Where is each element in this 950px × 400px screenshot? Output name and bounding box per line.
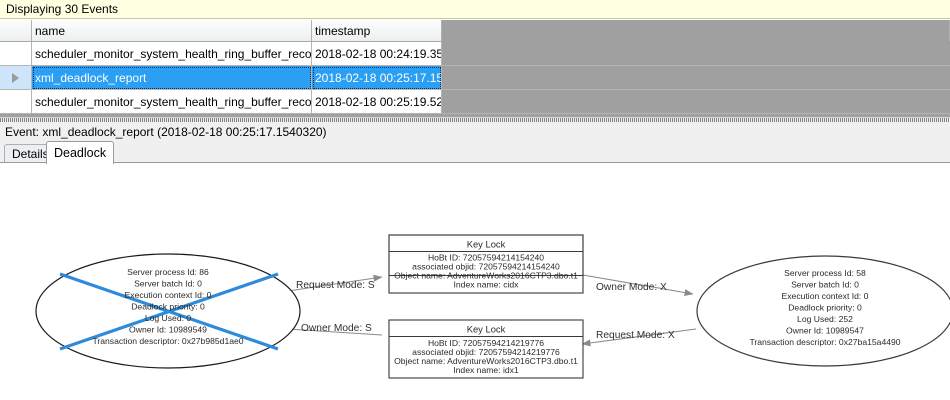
play-triangle-icon bbox=[12, 72, 19, 83]
edge-label: Request Mode: S bbox=[296, 280, 375, 291]
bottom-key-lock-node[interactable]: Key Lock HoBt ID: 72057594214219776 asso… bbox=[388, 319, 584, 379]
event-detail-title: Event: xml_deadlock_report (2018-02-18 0… bbox=[5, 124, 327, 139]
process-line: Server process Id: 86 bbox=[127, 267, 209, 277]
process-line: Server batch Id: 0 bbox=[134, 279, 202, 289]
grid-header-name[interactable]: name bbox=[32, 20, 312, 42]
edge-right-request-bottom: Request Mode: X bbox=[581, 328, 697, 347]
row-name-cell[interactable]: xml_deadlock_report bbox=[32, 66, 312, 90]
process-line: Execution context Id: 0 bbox=[125, 290, 212, 300]
row-filler-cell bbox=[442, 90, 950, 114]
resource-line: Object name: AdventureWorks2016CTP3.dbo.… bbox=[394, 271, 578, 281]
row-timestamp-cell[interactable]: 2018-02-18 00:25:17.1540320 bbox=[312, 66, 442, 90]
tabstrip-divider bbox=[0, 162, 950, 163]
deadlock-graph-canvas[interactable]: Request Mode: S Owner Mode: X Owner Mode… bbox=[0, 163, 950, 400]
grid-header-rowselect[interactable] bbox=[0, 20, 32, 42]
process-line: Execution context Id: 0 bbox=[782, 291, 869, 301]
table-row[interactable]: scheduler_monitor_system_health_ring_buf… bbox=[0, 42, 950, 66]
right-process-node[interactable]: Server process Id: 58 Server batch Id: 0… bbox=[696, 255, 950, 367]
grid-header-filler bbox=[442, 20, 950, 42]
process-line: Server process Id: 58 bbox=[784, 268, 866, 278]
horizontal-splitter[interactable] bbox=[0, 117, 950, 122]
process-line: Deadlock priority: 0 bbox=[788, 303, 862, 313]
victim-cross-icon bbox=[59, 272, 279, 351]
resource-line: associated objid: 72057594214219776 bbox=[412, 347, 560, 357]
grid-header-timestamp[interactable]: timestamp bbox=[312, 20, 442, 42]
row-indicator-cell[interactable] bbox=[0, 66, 32, 90]
resource-title: Key Lock bbox=[467, 239, 506, 250]
resource-line: Object name: AdventureWorks2016CTP3.dbo.… bbox=[394, 356, 578, 366]
process-line: Log Used: 252 bbox=[797, 314, 853, 324]
edge-label: Request Mode: X bbox=[596, 330, 675, 341]
process-line: Transaction descriptor: 0x27b985d1ae0 bbox=[92, 336, 243, 346]
process-ellipse bbox=[696, 255, 950, 367]
row-name-cell[interactable]: scheduler_monitor_system_health_ring_buf… bbox=[32, 90, 312, 114]
row-filler-cell bbox=[442, 66, 950, 90]
tab-details[interactable]: Details bbox=[4, 144, 57, 163]
tab-deadlock-label: Deadlock bbox=[54, 146, 107, 160]
row-timestamp-cell[interactable]: 2018-02-18 00:25:19.5276859 bbox=[312, 90, 442, 114]
resource-line: HoBt ID: 72057594214154240 bbox=[428, 253, 544, 263]
left-process-node[interactable]: Server process Id: 86 Server batch Id: 0… bbox=[35, 253, 301, 369]
edge-arrow bbox=[581, 328, 697, 347]
tab-deadlock[interactable]: Deadlock bbox=[46, 141, 115, 164]
resource-title: Key Lock bbox=[467, 324, 506, 335]
resource-line: Index name: idx1 bbox=[453, 365, 519, 375]
edge-top-owner-right: Owner Mode: X bbox=[582, 274, 694, 297]
events-grid[interactable]: name timestamp scheduler_monitor_system_… bbox=[0, 19, 950, 117]
resource-line: HoBt ID: 72057594214219776 bbox=[428, 338, 544, 348]
edge-label: Owner Mode: X bbox=[596, 282, 667, 293]
edge-arrow bbox=[582, 274, 694, 297]
detail-tabstrip: Details Deadlock bbox=[0, 141, 950, 164]
edge-label: Owner Mode: S bbox=[301, 323, 372, 334]
top-key-lock-node[interactable]: Key Lock HoBt ID: 72057594214154240 asso… bbox=[388, 234, 584, 294]
event-detail-header: Event: xml_deadlock_report (2018-02-18 0… bbox=[0, 122, 950, 141]
row-indicator-cell[interactable] bbox=[0, 42, 32, 66]
table-row[interactable]: scheduler_monitor_system_health_ring_buf… bbox=[0, 90, 950, 114]
process-line: Server batch Id: 0 bbox=[791, 280, 859, 290]
row-filler-cell bbox=[442, 42, 950, 66]
tab-details-label: Details bbox=[12, 147, 49, 161]
events-count-banner: Displaying 30 Events bbox=[0, 0, 950, 19]
resource-line: associated objid: 72057594214154240 bbox=[412, 262, 560, 272]
grid-header-row: name timestamp bbox=[0, 20, 950, 42]
table-row[interactable]: xml_deadlock_report 2018-02-18 00:25:17.… bbox=[0, 66, 950, 90]
resource-box bbox=[388, 319, 584, 379]
row-timestamp-cell[interactable]: 2018-02-18 00:24:19.3516078 bbox=[312, 42, 442, 66]
process-line: Owner Id: 10989547 bbox=[786, 326, 864, 336]
resource-box-outer bbox=[388, 234, 584, 294]
process-line: Log Used: 0 bbox=[145, 313, 192, 323]
resource-line: Index name: cidx bbox=[454, 280, 520, 290]
process-line: Deadlock priority: 0 bbox=[131, 302, 205, 312]
row-indicator-cell[interactable] bbox=[0, 90, 32, 114]
row-name-cell[interactable]: scheduler_monitor_system_health_ring_buf… bbox=[32, 42, 312, 66]
process-line: Transaction descriptor: 0x27ba15a4490 bbox=[749, 337, 900, 347]
process-line: Owner Id: 10989549 bbox=[129, 325, 207, 335]
resource-box bbox=[388, 234, 584, 277]
events-count-label: Displaying 30 Events bbox=[6, 2, 119, 16]
